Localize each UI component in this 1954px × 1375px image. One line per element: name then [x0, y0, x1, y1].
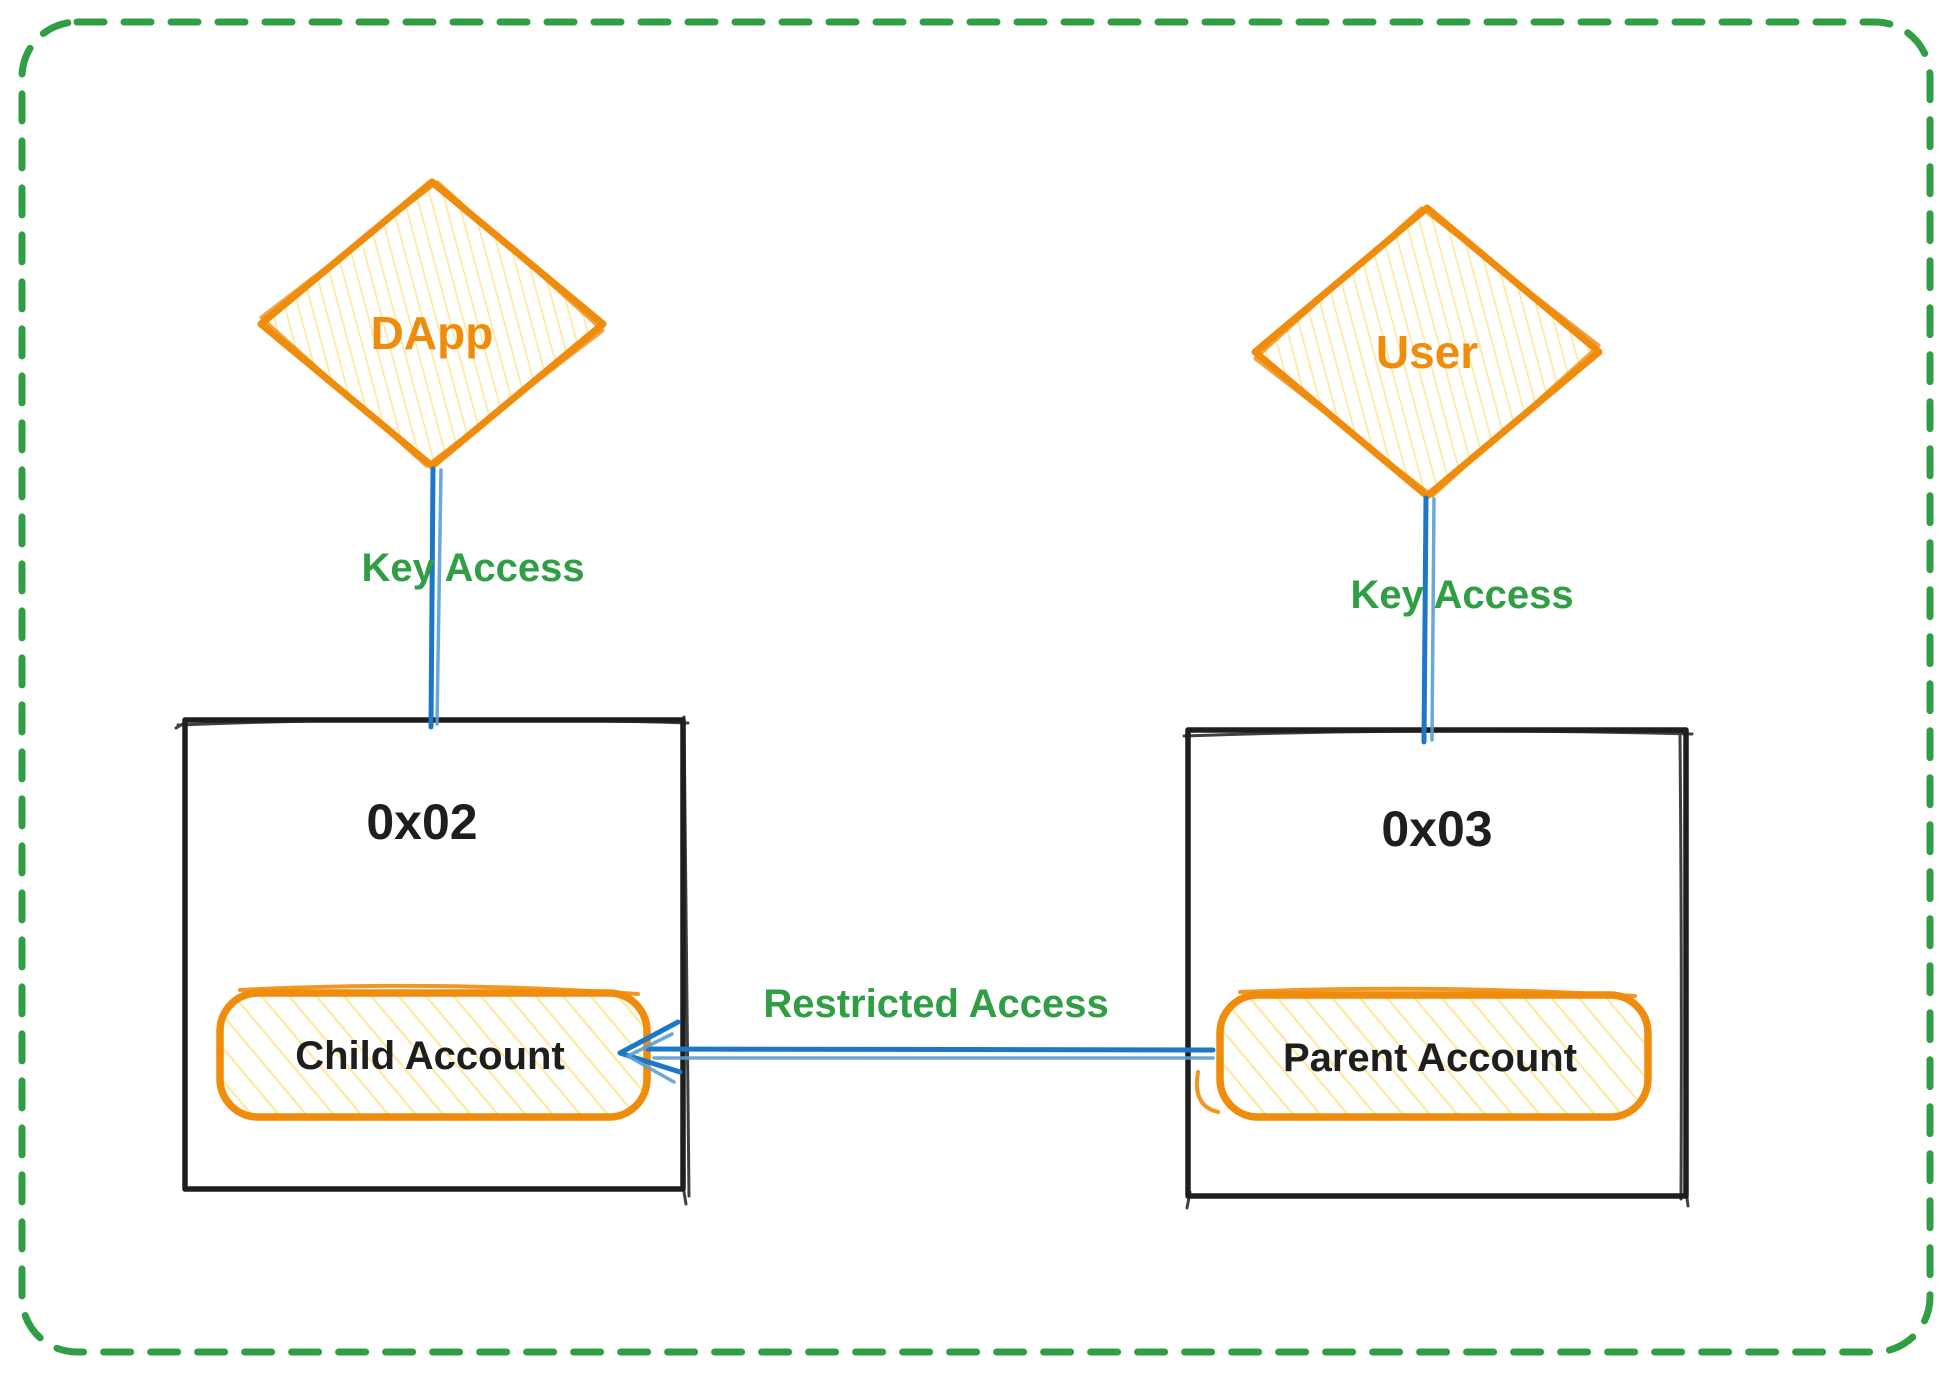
canvas-border: [18, 18, 1934, 1356]
restricted-access-arrowhead-sketch: [626, 1032, 676, 1084]
parent-account-label: Parent Account: [1283, 1036, 1577, 1080]
edge-restricted-access-label: Restricted Access: [763, 982, 1108, 1026]
parent-account-pill: Parent Account: [1195, 986, 1652, 1121]
edge-restricted-access-line: [645, 1046, 1216, 1053]
edge-key-access-user: Key Access: [1350, 495, 1574, 745]
child-account-pill: Child Account: [216, 983, 651, 1121]
account-box-right-sketch: [1182, 729, 1694, 1210]
account-box-right-shape: [1185, 727, 1689, 1199]
edge-key-access-user-label: Key Access: [1350, 573, 1573, 617]
parent-account-pill-shape: [1216, 991, 1652, 1121]
user-diamond-sketch: [1253, 206, 1601, 498]
node-dapp: DApp: [257, 178, 607, 470]
edge-key-access-user-line2: [1430, 497, 1436, 742]
account-box-right: 0x03 Parent Account: [1182, 727, 1694, 1210]
edge-key-access-dapp: Key Access: [361, 466, 585, 730]
edge-key-access-dapp-line2: [435, 468, 443, 726]
child-account-pill-sketch: [238, 983, 640, 996]
dapp-diamond-sketch: [259, 180, 605, 468]
parent-account-pill-sketch: [1195, 986, 1637, 1114]
node-user: User: [1251, 204, 1603, 500]
edge-key-access-user-line: [1421, 495, 1429, 745]
user-label: User: [1376, 326, 1478, 378]
edge-key-access-dapp-label: Key Access: [361, 546, 584, 590]
restricted-access-arrowhead: [617, 1019, 683, 1075]
child-account-label: Child Account: [295, 1034, 565, 1078]
dapp-label: DApp: [371, 307, 494, 359]
edge-key-access-dapp-line: [428, 466, 436, 730]
account-right-title: 0x03: [1381, 801, 1492, 857]
account-box-left: 0x02 Child Account: [174, 715, 691, 1206]
edge-restricted-access: Restricted Access: [617, 982, 1216, 1084]
account-left-title: 0x02: [366, 794, 477, 850]
child-account-pill-shape: [216, 989, 651, 1121]
